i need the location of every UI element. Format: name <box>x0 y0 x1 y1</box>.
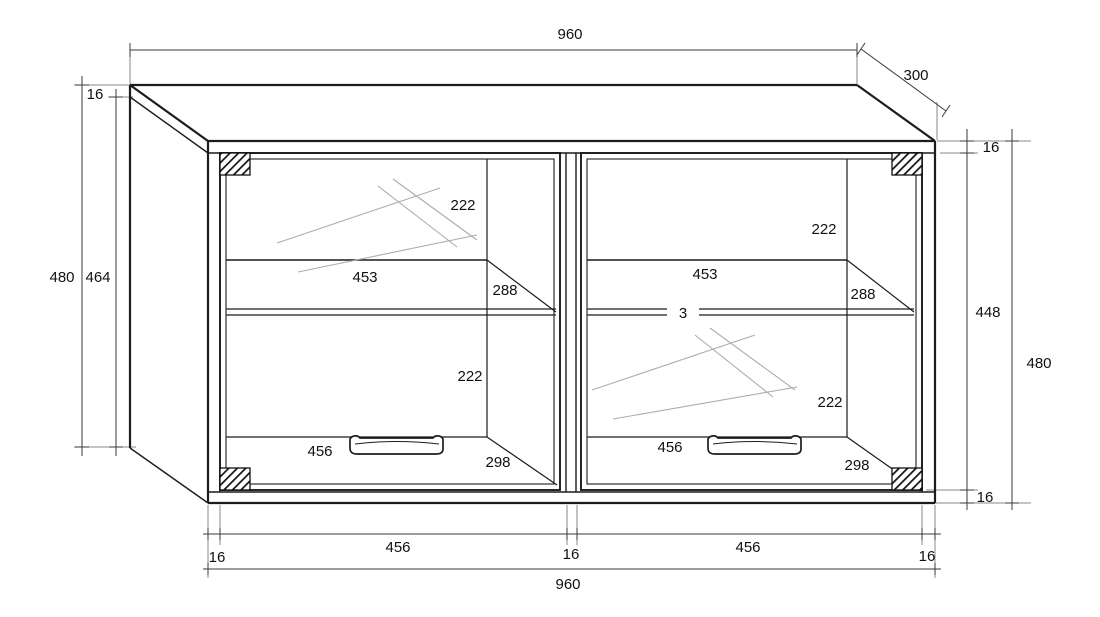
right-door <box>580 152 923 491</box>
dim-right-door-shelf-thickness: 3 <box>679 305 687 322</box>
left-door-handle <box>349 435 444 455</box>
dim-right-bottom-thickness: 16 <box>977 489 994 506</box>
left-door <box>219 152 561 491</box>
dim-top-depth: 300 <box>903 67 928 84</box>
dim-left-door-handle-width: 456 <box>307 443 332 460</box>
dim-left-door-shelf-depth: 288 <box>492 282 517 299</box>
dimension-lines <box>75 42 1019 575</box>
dim-top-width: 960 <box>557 26 582 43</box>
left-door-handle-curve <box>354 441 440 445</box>
hinge-block-bottom-left <box>219 467 251 491</box>
dim-left-inner-height: 464 <box>85 269 110 286</box>
dim-bottom-left-thickness: 16 <box>209 549 226 566</box>
dim-bottom-right-thickness: 16 <box>919 548 936 565</box>
hinge-block-top-right <box>891 152 923 176</box>
dim-right-total-height: 480 <box>1026 355 1051 372</box>
extension-lines <box>74 57 1031 578</box>
dim-right-interior-height: 448 <box>975 304 1000 321</box>
dim-left-total-height: 480 <box>49 269 74 286</box>
right-door-handle-curve <box>712 441 798 445</box>
hinge-block-bottom-right <box>891 467 923 491</box>
dim-left-door-upper-height: 222 <box>450 197 475 214</box>
dim-left-door-shelf-width: 453 <box>352 269 377 286</box>
left-door-glass-glints <box>276 178 478 273</box>
dim-bottom-total-width: 960 <box>555 576 580 593</box>
hinge-block-top-left <box>219 152 251 176</box>
right-door-glass-glints <box>591 327 798 420</box>
dim-bottom-center-thickness: 16 <box>563 546 580 563</box>
dimension-labels: 960 300 16 480 464 16 448 480 16 16 456 … <box>49 26 1051 593</box>
dim-right-door-upper-height: 222 <box>811 221 836 238</box>
left-door-interior <box>226 159 558 486</box>
dim-right-door-bottom-depth: 298 <box>844 457 869 474</box>
dim-right-door-handle-width: 456 <box>657 439 682 456</box>
right-door-handle <box>707 435 802 455</box>
dim-bottom-right-door-width: 456 <box>735 539 760 556</box>
dim-left-door-lower-height: 222 <box>457 368 482 385</box>
dim-left-door-bottom-depth: 298 <box>485 454 510 471</box>
dim-bottom-left-door-width: 456 <box>385 539 410 556</box>
dim-right-top-thickness: 16 <box>983 139 1000 156</box>
dim-right-door-lower-height: 222 <box>817 394 842 411</box>
right-door-interior <box>587 159 916 486</box>
dim-right-door-shelf-width: 453 <box>692 266 717 283</box>
dim-right-door-shelf-depth: 288 <box>850 286 875 303</box>
dim-left-top-thickness: 16 <box>87 86 104 103</box>
